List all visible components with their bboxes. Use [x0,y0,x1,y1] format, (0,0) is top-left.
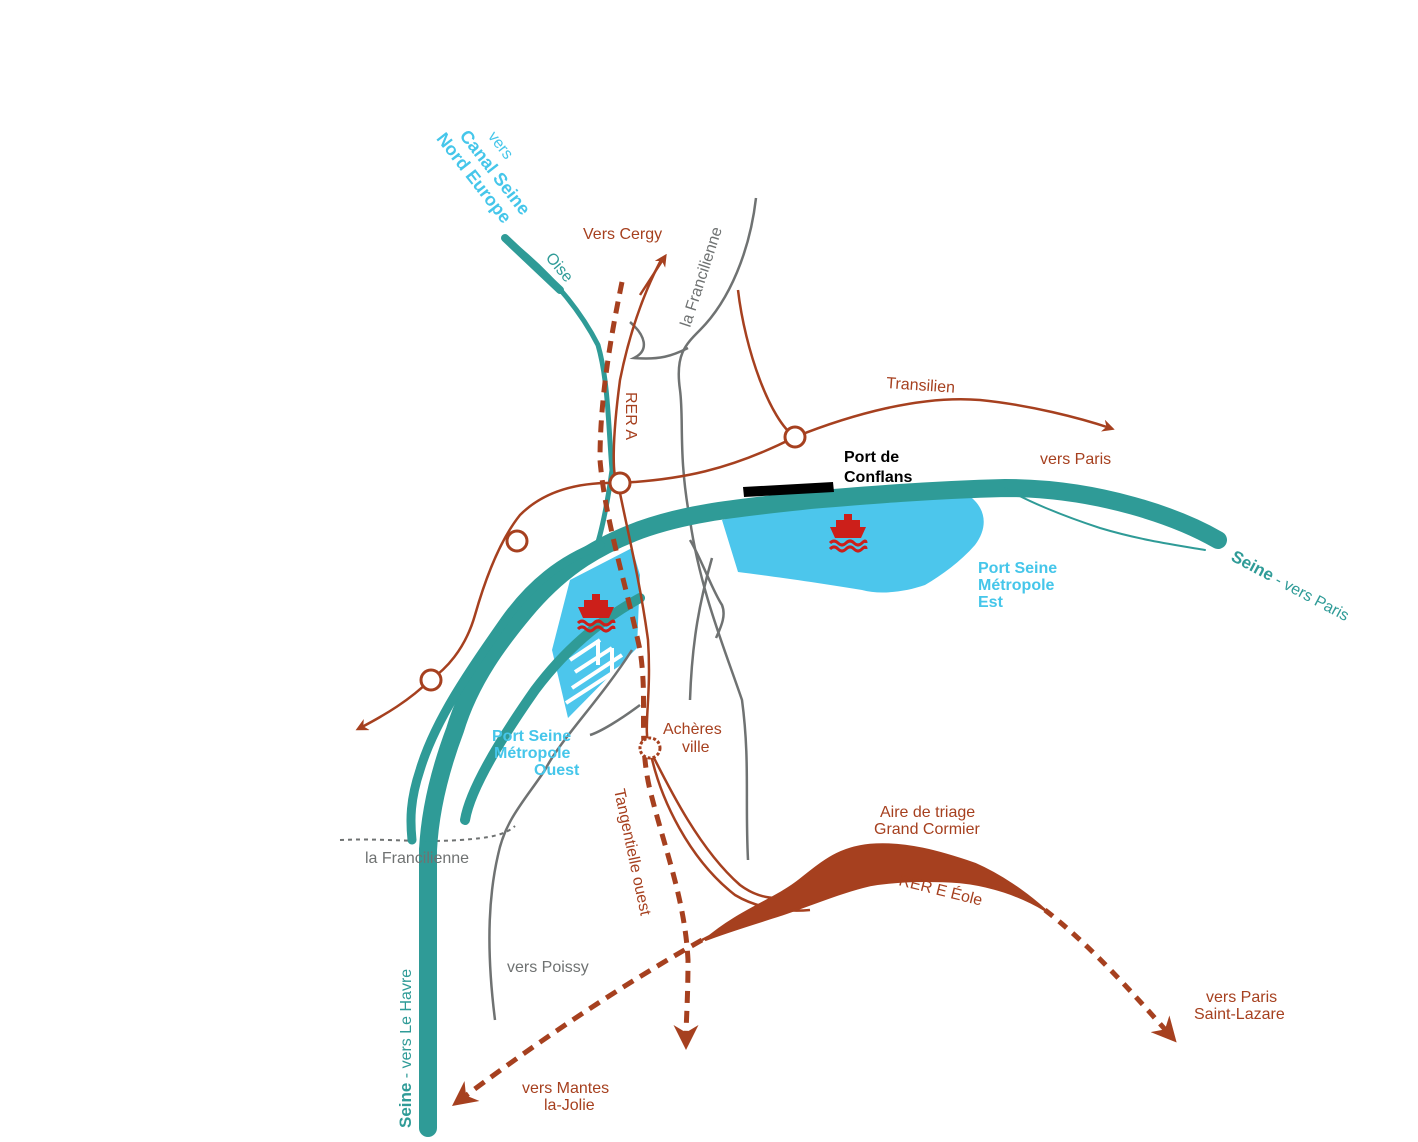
label-francilienne-bottom: la Francilienne [365,850,469,867]
port-areas [552,492,984,718]
road-poissy-loop [589,703,641,737]
label-psm-ouest-1: Port Seine [492,728,571,745]
oise-river-thick [501,234,564,294]
stations [419,425,807,760]
francilienne-south-dashed [339,825,516,842]
label-psm-ouest-2: Métropole [494,745,571,762]
roads [339,197,758,1021]
rail-west-loop [355,481,619,731]
label-vers-paris-sl-1: vers Paris [1206,989,1277,1006]
seine-main [419,479,1227,859]
label-psm-ouest-3: Ouest [534,762,580,779]
label-transilien: Transilien [886,375,956,397]
label-psm-est-1: Port Seine [978,560,1057,577]
label-francilienne-top: la Francilienne [678,225,726,329]
station-acheres-ville [638,736,662,760]
label-aire-de-triage-2: Grand Cormier [874,821,980,838]
label-seine-havre-rest: - vers Le Havre [398,969,415,1083]
transilien-line [617,398,1115,485]
francilienne-north [677,197,758,861]
road-south-branch [688,557,714,701]
label-seine-vers-le-havre: Seine - vers Le Havre [396,969,415,1128]
rivers [406,234,1227,1137]
vers-mantes-dashed [451,937,704,1106]
label-vers-poissy: vers Poissy [507,959,589,976]
seine-east-thin-branch [1004,487,1206,551]
label-seine-vers-paris: Seine - vers Paris [1228,547,1352,625]
station-west [505,529,529,553]
port-de-conflans-quay [743,482,834,497]
label-acheres-2: ville [682,739,710,756]
label-port-de-conflans-1: Port de [844,449,899,466]
rer-a-line [612,257,811,912]
aire-de-triage-grand-cormier [704,843,1046,942]
label-aire-de-triage-1: Aire de triage [880,804,975,821]
ship-icon [576,594,616,633]
transilien-north-branch [736,289,796,439]
ship-icon [828,514,868,553]
label-psm-est-2: Métropole [978,577,1055,594]
label-vers-paris-right: vers Paris [1040,451,1111,468]
label-acheres-1: Achères [663,721,722,738]
rer-e-eole-dashed [1043,908,1177,1043]
station-transilien [783,425,807,449]
label-vers-paris-sl-2: Saint-Lazare [1194,1006,1285,1023]
label-tangentielle-ouest: Tangentielle ouest [610,787,654,917]
label-seine-paris-rest: - vers Paris [1268,570,1351,625]
label-vers-mantes-2: la-Jolie [544,1097,595,1114]
label-vers-cergy: Vers Cergy [583,226,662,243]
tangentielle-ouest-dashed [597,281,699,1050]
station-southwest [419,668,443,692]
station-conflans-fin-d-oise [608,471,632,495]
seine-inner-arm [460,593,645,825]
label-seine-havre-bold: Seine [396,1083,415,1128]
railways [355,253,1177,1106]
label-vers-mantes-1: vers Mantes [522,1080,609,1097]
label-psm-est-3: Est [978,594,1004,611]
label-rer-a: RER A [622,392,639,440]
rer-a-upper-arrow [638,253,667,296]
road-inner-branch [688,539,725,639]
seine-west-arm [406,540,605,845]
francilienne-branch-west [629,321,689,360]
road-vers-poissy [488,649,634,1021]
port-ouest-basins [564,638,624,705]
label-port-de-conflans-2: Conflans [844,469,913,486]
label-seine-paris-bold: Seine [1228,547,1277,585]
